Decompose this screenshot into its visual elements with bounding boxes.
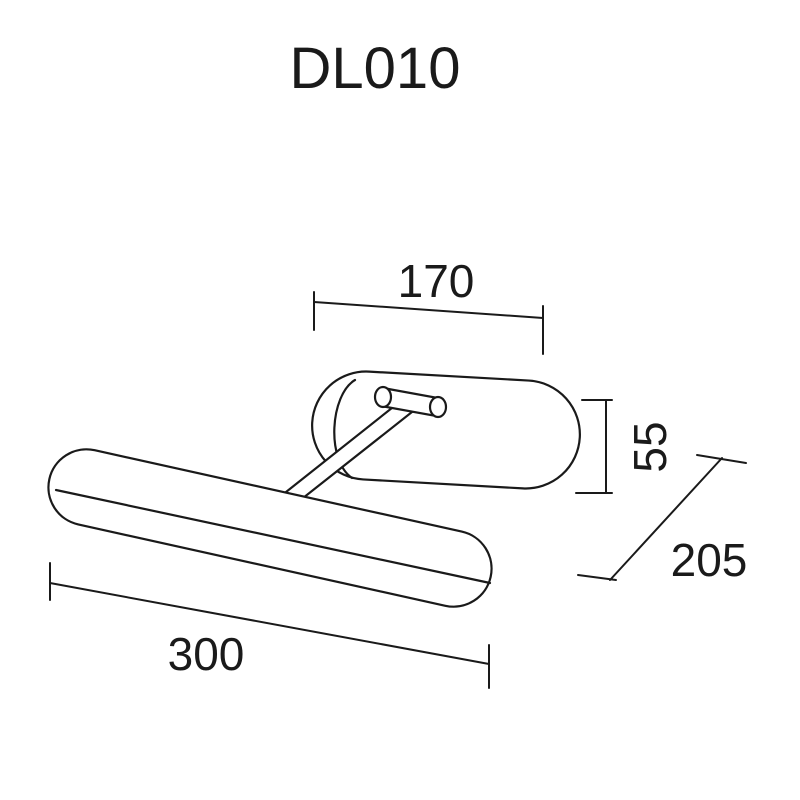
dimension-top-width: 170	[313, 255, 544, 355]
dimension-depth-label: 205	[671, 534, 748, 586]
lamp-head	[47, 448, 493, 608]
wall-mount-plate	[311, 370, 581, 490]
dimension-length: 300	[49, 562, 490, 689]
model-title: DL010	[290, 36, 461, 101]
dimension-length-label: 300	[168, 628, 245, 680]
lamp-arm	[284, 385, 448, 504]
dimension-height-label: 55	[624, 421, 676, 472]
dimension-top-width-label: 170	[398, 255, 475, 307]
dimension-depth: 205	[577, 454, 748, 586]
dimension-height: 55	[575, 399, 676, 494]
